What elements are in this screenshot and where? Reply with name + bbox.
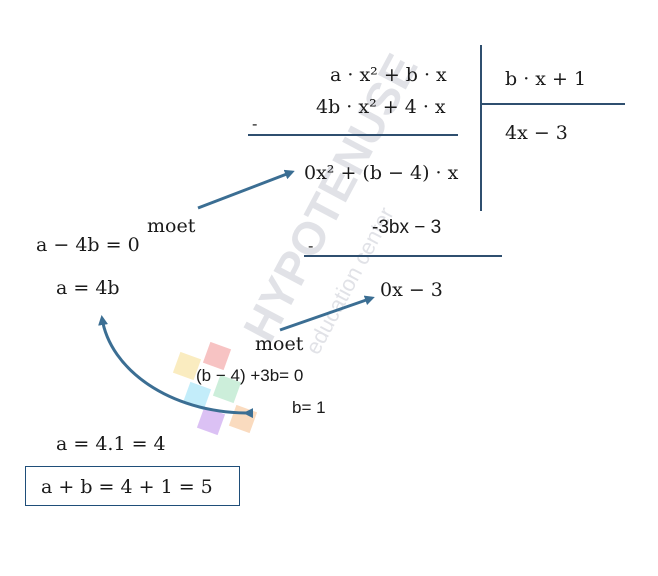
remainder-1: 0x² + (b − 4) · x bbox=[304, 162, 459, 184]
dividend: a · x² + b · x bbox=[330, 64, 447, 86]
equation-a-equals-4b: a = 4b bbox=[56, 277, 120, 299]
final-answer: a + b = 4 + 1 = 5 bbox=[41, 476, 213, 498]
division-vertical-bar bbox=[480, 45, 482, 211]
minus-sign-2: - bbox=[308, 236, 314, 255]
divisor-underline bbox=[482, 103, 625, 105]
quotient: 4x − 3 bbox=[505, 122, 568, 144]
subtracted-term-2: -3bx − 3 bbox=[372, 217, 442, 238]
moet-label-2: moet bbox=[255, 333, 304, 355]
curved-arrow-b-to-a bbox=[98, 315, 254, 419]
equation-a-minus-4b: a − 4b = 0 bbox=[36, 234, 140, 256]
subtraction-line-2 bbox=[304, 255, 502, 257]
minus-sign-1: - bbox=[252, 114, 258, 133]
remainder-2: 0x − 3 bbox=[380, 279, 443, 301]
divisor: b · x + 1 bbox=[505, 68, 587, 90]
subtracted-term-1: 4b · x² + 4 · x bbox=[316, 96, 446, 118]
answer-box: a + b = 4 + 1 = 5 bbox=[25, 466, 240, 506]
arrow-to-remainder-2 bbox=[279, 295, 375, 332]
equation-a-value: a = 4.1 = 4 bbox=[56, 433, 166, 455]
arrow-to-remainder-1 bbox=[197, 169, 295, 210]
equation-b-equals-1: b= 1 bbox=[292, 398, 326, 417]
moet-label-1: moet bbox=[147, 215, 196, 237]
subtraction-line-1 bbox=[248, 134, 458, 136]
